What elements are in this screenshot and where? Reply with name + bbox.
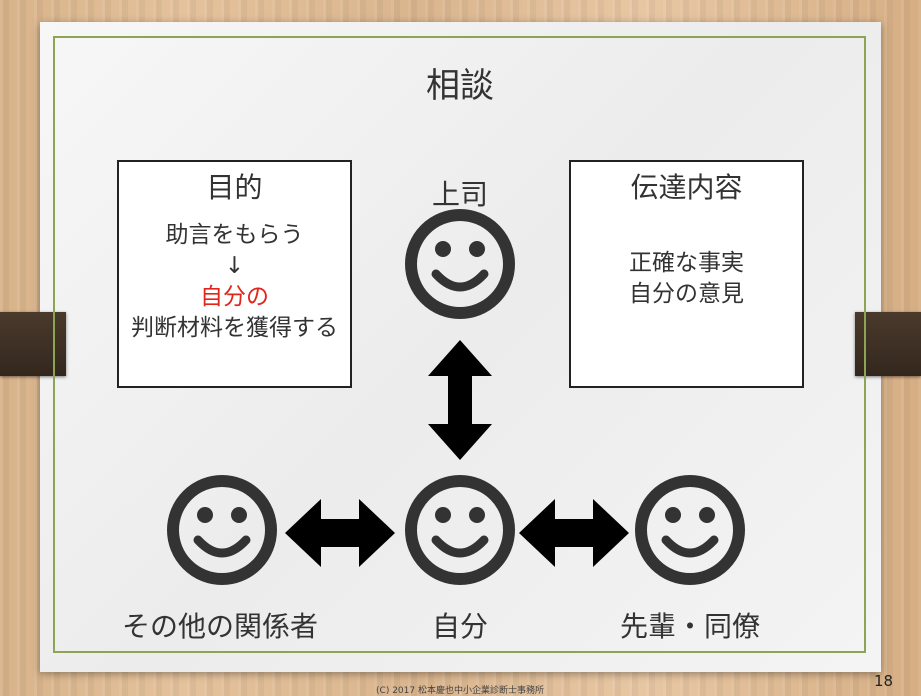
boss-smiley-face-icon (405, 209, 515, 319)
slide-frame (53, 36, 866, 653)
others-smiley-face-icon (167, 475, 277, 585)
purpose-line-material: 判断材料を獲得する (131, 315, 338, 341)
content-box: 伝達内容 正確な事実 自分の意見 (569, 160, 804, 388)
vertical-double-arrow-icon (428, 340, 492, 460)
left-clip (0, 312, 66, 376)
content-heading: 伝達内容 (630, 171, 743, 204)
content-line-opinion: 自分の意見 (629, 281, 744, 307)
content-line-facts: 正確な事実 (629, 250, 744, 276)
purpose-box: 目的 助言をもらう ↓ 自分の 判断材料を獲得する (117, 160, 352, 388)
purpose-heading: 目的 (206, 171, 263, 204)
right-horizontal-double-arrow-icon (519, 499, 629, 567)
right-clip (855, 312, 921, 376)
label-seniors: 先輩・同僚 (619, 610, 760, 643)
page-number: 18 (874, 672, 894, 690)
purpose-line-advice: 助言をもらう (165, 222, 304, 248)
label-others: その他の関係者 (121, 610, 318, 643)
copyright-footer: (C) 2017 松本慶也中小企業診断士事務所 (376, 686, 544, 696)
label-boss: 上司 (431, 178, 488, 211)
self-smiley-face-icon (405, 475, 515, 585)
purpose-text: 助言をもらう ↓ 自分の 判断材料を獲得する (119, 220, 350, 344)
content-text: 正確な事実 自分の意見 (571, 248, 802, 310)
label-self: 自分 (431, 610, 488, 643)
down-arrow-icon: ↓ (224, 253, 245, 279)
slide-title: 相談 (426, 66, 494, 106)
seniors-smiley-face-icon (635, 475, 745, 585)
left-horizontal-double-arrow-icon (285, 499, 395, 567)
purpose-line-own: 自分の (200, 284, 269, 310)
